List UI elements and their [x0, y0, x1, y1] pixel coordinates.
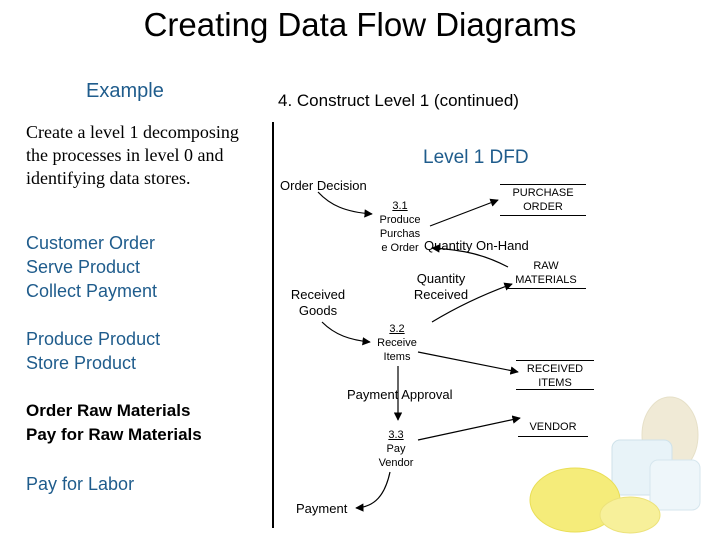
store-bottom-line: [518, 436, 588, 437]
store-raw-materials: RAW MATERIALS: [506, 259, 586, 287]
flow-label-quantity-on-hand: Quantity On-Hand: [424, 238, 529, 253]
flow-quantity-received: [431, 282, 513, 323]
flow-to-vendor: [417, 415, 521, 441]
step-heading: 4. Construct Level 1 (continued): [278, 91, 519, 110]
store-top-line: [500, 184, 586, 185]
flow-to-purchase-order: [429, 198, 499, 227]
flow-label-order-decision: Order Decision: [280, 178, 367, 193]
process-line: Produce: [379, 214, 421, 226]
process-line: Receive: [377, 337, 417, 349]
store-line-text: ORDER: [523, 201, 563, 213]
flow-label-line: Received: [290, 287, 346, 302]
group-item: Produce Product: [26, 329, 161, 349]
flow-label-payment-approval: Payment Approval: [347, 387, 453, 402]
store-line-text: ITEMS: [538, 377, 572, 389]
flow-label-quantity-received: Quantity Received: [408, 271, 474, 303]
flow-label-line: Quantity: [416, 271, 466, 286]
group-item: Store Product: [26, 353, 137, 373]
group-item: Collect Payment: [26, 281, 158, 301]
group-item: Customer Order: [26, 233, 156, 253]
lemon-illustration-icon: [529, 396, 701, 534]
flow-label-received-goods: Received Goods: [284, 287, 352, 319]
store-line-text: PURCHASE: [512, 187, 574, 199]
example-description: Create a level 1 decomposing the process…: [26, 122, 239, 188]
group-item: Pay for Labor: [26, 474, 135, 494]
flow-payment: [355, 471, 391, 512]
flow-label-payment: Payment: [296, 501, 348, 516]
flow-order-decision: [317, 191, 373, 218]
process-id: 3.1: [392, 200, 408, 212]
group-item: Pay for Raw Materials: [26, 425, 202, 444]
store-line-text: VENDOR: [529, 421, 577, 433]
group-labor: Pay for Labor: [26, 472, 134, 496]
flow-quantity-on-hand: [431, 244, 509, 268]
example-heading: Example: [86, 80, 164, 102]
flow-label-line: Received: [413, 287, 469, 302]
process-line: Pay: [386, 443, 406, 455]
store-bottom-line: [516, 389, 594, 390]
store-line-text: RAW: [533, 260, 559, 272]
column-divider: [272, 122, 274, 528]
store-purchase-order: PURCHASE ORDER: [500, 186, 586, 214]
slide-title: Creating Data Flow Diagrams: [143, 6, 577, 43]
flow-received-goods: [321, 321, 371, 346]
store-vendor: VENDOR: [518, 420, 588, 434]
process-line: Purchas: [379, 228, 421, 240]
process-line: Items: [383, 351, 411, 363]
store-top-line: [516, 360, 594, 361]
group-production: Produce Product Store Product: [26, 327, 160, 375]
flow-label-line: Goods: [298, 303, 338, 318]
store-line-text: RECEIVED: [526, 363, 584, 375]
process-3-1: 3.1 Produce Purchas e Order: [371, 199, 429, 255]
store-received-items: RECEIVED ITEMS: [516, 362, 594, 390]
group-purchasing: Order Raw Materials Pay for Raw Material…: [26, 399, 202, 447]
store-line-text: MATERIALS: [515, 274, 577, 286]
process-line: e Order: [381, 242, 419, 254]
level-heading: Level 1 DFD: [423, 147, 529, 168]
process-line: Vendor: [378, 457, 414, 469]
store-bottom-line: [506, 288, 586, 289]
process-id: 3.2: [389, 323, 405, 335]
group-item: Serve Product: [26, 257, 141, 277]
group-customer: Customer Order Serve Product Collect Pay…: [26, 231, 157, 303]
flow-to-received-items: [417, 351, 519, 375]
group-item: Order Raw Materials: [26, 401, 191, 420]
process-id: 3.3: [388, 429, 404, 441]
store-bottom-line: [500, 215, 586, 216]
process-3-3: 3.3 Pay Vendor: [367, 428, 425, 470]
process-3-2: 3.2 Receive Items: [368, 322, 426, 364]
